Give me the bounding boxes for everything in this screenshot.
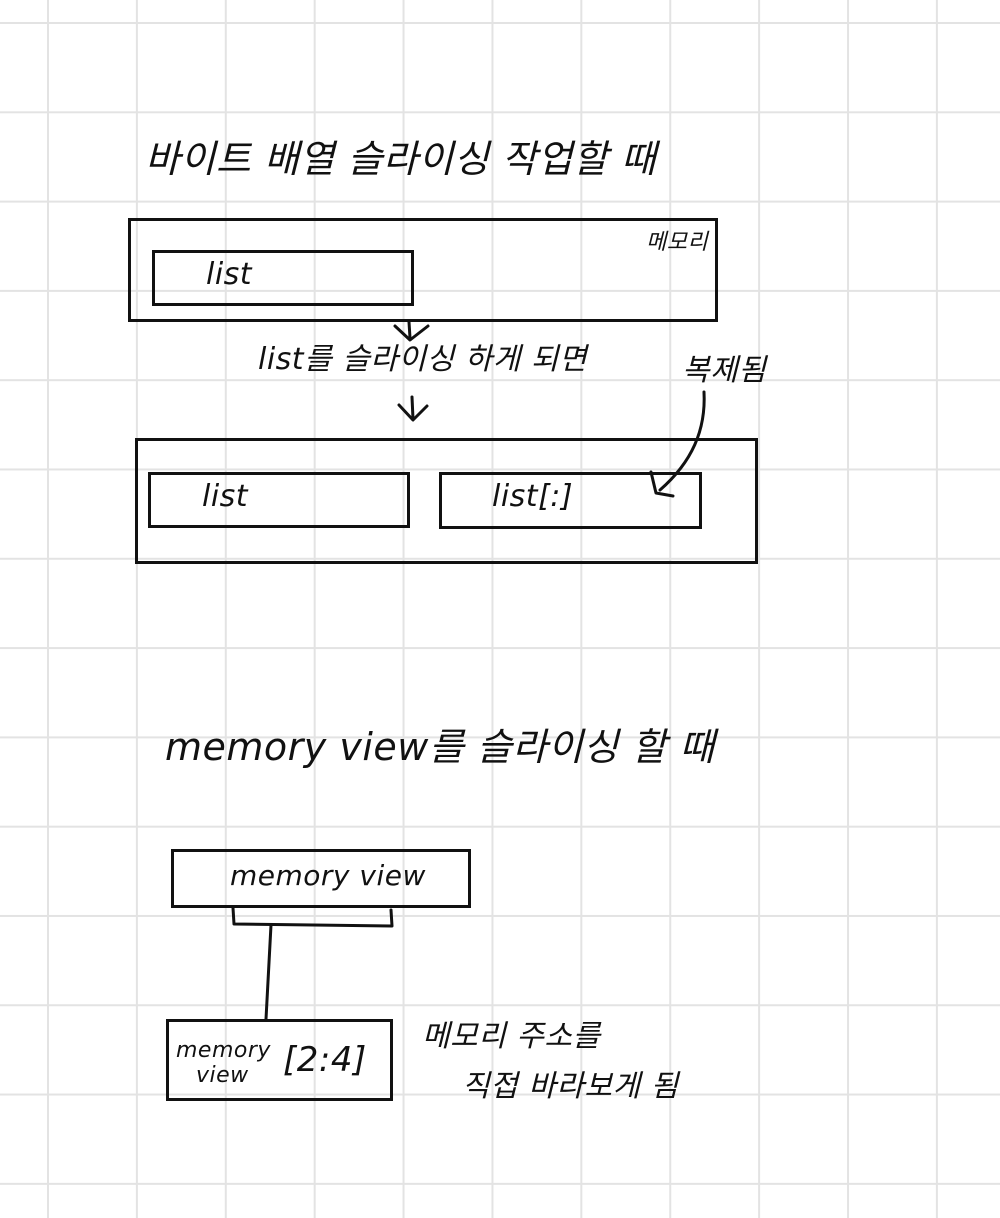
memory-label: 메모리	[646, 230, 709, 255]
memory-view-box	[171, 849, 471, 908]
memory-view-slice-label-line2: view	[196, 1063, 249, 1088]
memory-view-slice-box	[166, 1019, 393, 1101]
down-arrow-2	[397, 395, 429, 422]
section1-title: 바이트 배열 슬라이싱 작업할 때	[145, 137, 657, 181]
result-memory-box	[135, 438, 758, 564]
memory-view-slice-index: [2:4]	[283, 1040, 367, 1080]
result-list-label: list	[202, 479, 249, 514]
memory-view-slice-label-line1: memory	[176, 1038, 271, 1063]
down-arrow-1	[393, 320, 430, 342]
slicing-caption: list를 슬라이싱 하게 되면	[258, 342, 588, 377]
result-slice-box	[439, 472, 702, 529]
direct-reference-note-line1: 메모리 주소를	[422, 1019, 601, 1054]
memory-box	[128, 218, 718, 322]
memory-view-bracket	[231, 906, 394, 1021]
result-list-box	[148, 472, 410, 528]
copy-note: 복제됨	[682, 353, 767, 388]
memory-view-label: memory view	[230, 859, 426, 892]
list-box	[152, 250, 414, 306]
section2-title: memory view를 슬라이싱 할 때	[165, 725, 715, 769]
copy-curved-arrow	[649, 390, 706, 498]
result-slice-label: list[:]	[492, 479, 574, 514]
direct-reference-note-line2: 직접 바라보게 됨	[462, 1069, 679, 1104]
list-label: list	[206, 257, 253, 292]
